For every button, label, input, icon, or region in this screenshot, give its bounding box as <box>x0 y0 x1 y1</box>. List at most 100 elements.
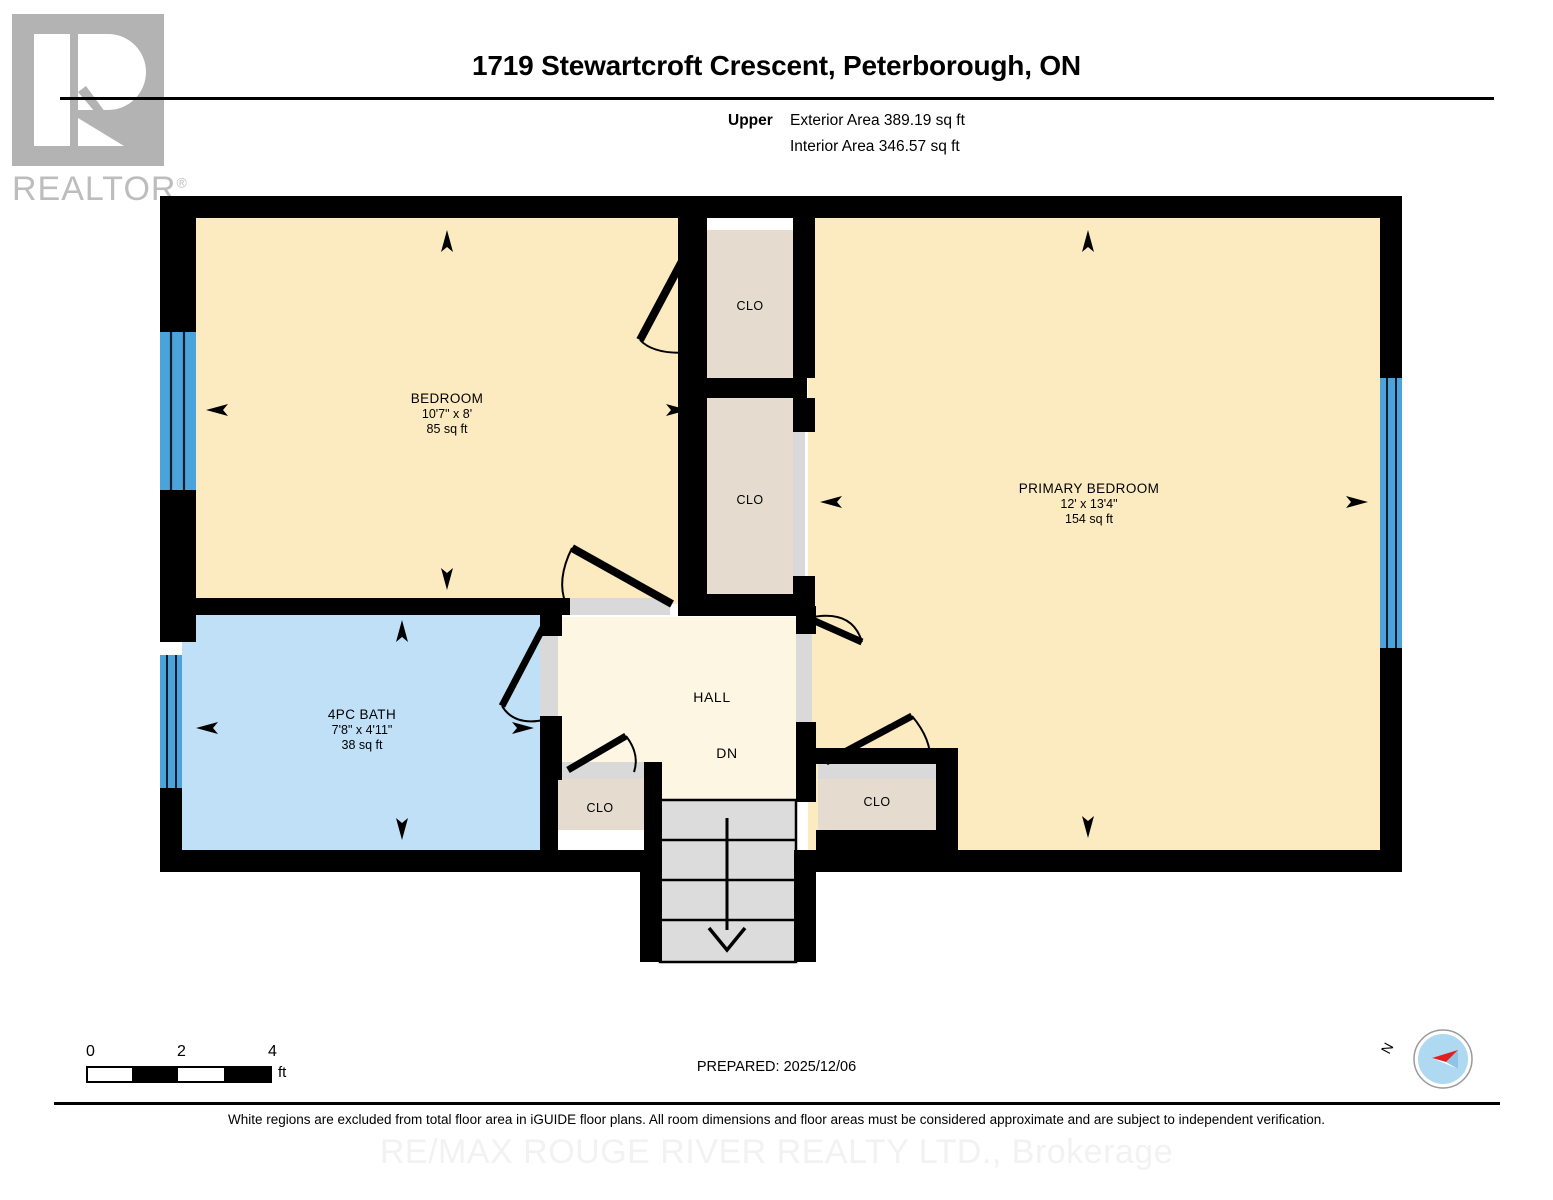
door-panel-clo-mid-east <box>793 430 805 578</box>
room-label-primary-dim: 12' x 13'4" <box>1060 497 1117 511</box>
closet-fill-left <box>558 778 644 830</box>
room-label-bath-dim: 7'8" x 4'11" <box>332 723 393 737</box>
wall-exterior-west-mid <box>160 490 196 642</box>
door-panel-primary-west <box>796 630 812 726</box>
registered-mark-icon: ® <box>176 174 188 191</box>
realtor-wordmark: REALTOR® <box>12 170 188 208</box>
door-leaf-clo-right <box>824 712 914 766</box>
doors <box>498 231 932 774</box>
wall-exterior-south-right <box>796 850 1402 872</box>
closet-fill-top <box>707 230 793 378</box>
closet-fill-right <box>818 778 938 830</box>
door-leaf-hall-primary <box>806 614 864 646</box>
arrow-right-primary <box>1346 496 1368 508</box>
wall-exterior-south-left <box>160 850 660 872</box>
realtor-logo: REALTOR® <box>12 14 192 208</box>
interior-area-text: Interior Area 346.57 sq ft <box>790 138 960 155</box>
wall-exterior-east-lower <box>1380 648 1402 872</box>
realtor-r-glyph <box>34 34 146 146</box>
wall-closet-divider <box>678 378 807 398</box>
arrow-down-bedroom <box>441 568 453 590</box>
arrow-left-primary <box>820 496 842 508</box>
scale-segment-dark-1 <box>132 1068 178 1081</box>
arrow-up-bath <box>396 620 408 642</box>
wall-stairwell-south2 <box>794 940 816 962</box>
wall-clo-right-east <box>936 762 958 852</box>
floorplan-canvas[interactable]: BEDROOM 10'7" x 8' 85 sq ft PRIMARY BEDR… <box>0 0 1553 1030</box>
walls <box>160 196 1402 962</box>
door-leaf-bath-hall <box>498 620 550 708</box>
footer-divider <box>54 1102 1500 1105</box>
compass-icon <box>1413 1029 1473 1089</box>
wall-hall-east-lower <box>796 722 816 802</box>
dimension-arrows <box>196 230 1368 840</box>
arrow-down-bath <box>396 818 408 840</box>
room-fill-hall-stairwell <box>660 740 796 802</box>
arrow-right-bedroom <box>666 404 688 416</box>
compass-north-label: N <box>1377 1039 1397 1057</box>
disclaimer-text: White regions are excluded from total fl… <box>227 1112 1326 1127</box>
page-title: 1719 Stewartcroft Crescent, Peterborough… <box>472 50 1081 81</box>
wall-closet-mid-east-upper <box>793 398 815 432</box>
room-fill-bedroom <box>196 216 696 604</box>
door-swing-clo-right <box>911 715 932 763</box>
door-swing-bedroom-hall <box>561 547 573 605</box>
scale-tick-0: 0 <box>86 1043 95 1060</box>
room-label-primary-name: PRIMARY BEDROOM <box>1019 481 1160 496</box>
compass-rose: N <box>1377 1028 1500 1090</box>
stairs-down-arrow-icon <box>707 926 747 953</box>
door-swing-bath-hall <box>501 705 545 723</box>
arrow-up-bedroom <box>441 230 453 252</box>
scale-tick-2: 2 <box>177 1043 186 1060</box>
closet-label-mid: CLO <box>737 493 764 507</box>
exterior-area-text: Exterior Area 389.19 sq ft <box>790 112 965 129</box>
wall-bedroom-east-2 <box>678 378 707 606</box>
room-label-bath-area: 38 sq ft <box>342 738 384 752</box>
window-bath-west <box>160 655 182 788</box>
room-fills <box>182 216 1380 864</box>
scale-unit-label: ft <box>278 1064 287 1081</box>
stairs[interactable] <box>658 798 798 964</box>
door-panel-clo-left <box>560 762 646 779</box>
room-label-bedroom-dim: 10'7" x 8' <box>422 407 472 421</box>
door-panel-bath-east <box>540 634 558 722</box>
wall-clo-right-south <box>816 830 956 852</box>
wall-clo-left-east <box>644 762 662 852</box>
wall-closet-south <box>678 594 815 616</box>
arrow-up-primary <box>1082 230 1094 252</box>
room-fill-bath <box>182 615 540 859</box>
room-label-bedroom-name: BEDROOM <box>411 391 484 406</box>
wall-bedroom-bath-divider <box>182 598 570 615</box>
scale-segment-dark-2 <box>224 1068 270 1081</box>
wall-stairwell-west <box>640 850 662 962</box>
wall-stairwell-south <box>640 940 662 962</box>
closet-label-right: CLO <box>864 795 891 809</box>
door-panel-bedroom-south <box>566 598 670 615</box>
wall-clo-left-north <box>540 760 562 780</box>
door-leaf-clo-left <box>566 732 628 774</box>
wall-stairwell-east <box>794 850 816 962</box>
windows <box>160 332 1402 788</box>
closet-fills <box>558 230 938 830</box>
arrow-left-bedroom <box>206 404 228 416</box>
stairs-direction-label: DN <box>716 745 737 761</box>
wall-bath-east-2 <box>540 718 558 858</box>
wall-exterior-east-upper <box>1380 196 1402 378</box>
window-bedroom-west <box>160 332 196 490</box>
scale-tick-4: 4 <box>268 1043 277 1060</box>
level-label: Upper <box>728 112 773 129</box>
arrow-left-bath <box>196 722 218 734</box>
window-primary-east <box>1380 378 1402 648</box>
wall-primary-west-upper <box>793 196 815 232</box>
wall-closet-top-east <box>793 218 815 378</box>
scale-bar <box>86 1066 272 1083</box>
closet-fill-mid <box>707 398 793 594</box>
door-swing-hall-primary <box>807 614 863 643</box>
door-leaf-bedroom-hall <box>570 544 674 608</box>
arrow-right-bath <box>512 722 534 734</box>
room-label-primary-area: 154 sq ft <box>1065 512 1113 526</box>
realtor-logo-square <box>12 14 164 166</box>
door-swing-clo-top <box>639 339 696 354</box>
wall-exterior-north <box>182 196 1394 218</box>
room-label-bedroom-area: 85 sq ft <box>427 422 469 436</box>
